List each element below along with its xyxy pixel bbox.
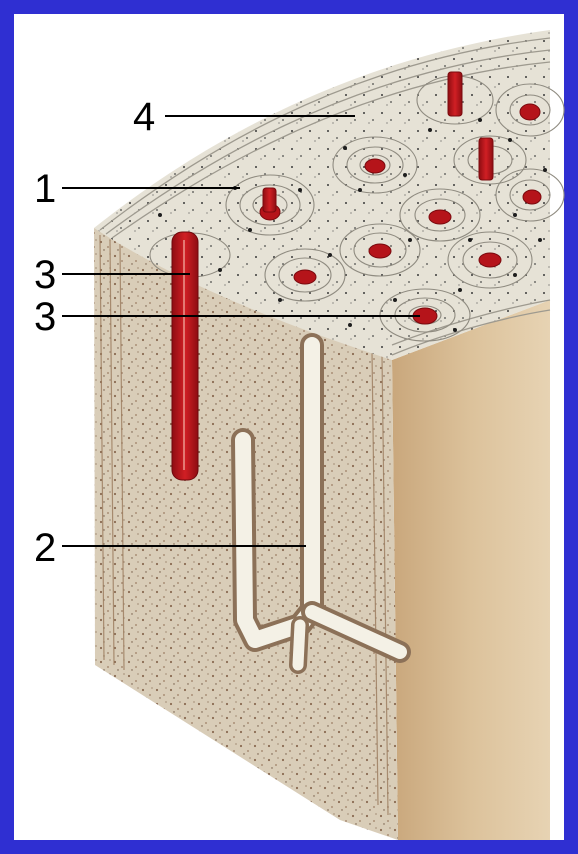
label-4: 4 — [133, 95, 155, 139]
label-2: 2 — [34, 526, 56, 570]
label-3-upper: 3 — [34, 253, 56, 297]
label-3-lower: 3 — [34, 295, 56, 339]
outer-surface-face — [392, 300, 550, 840]
label-1: 1 — [34, 167, 56, 211]
